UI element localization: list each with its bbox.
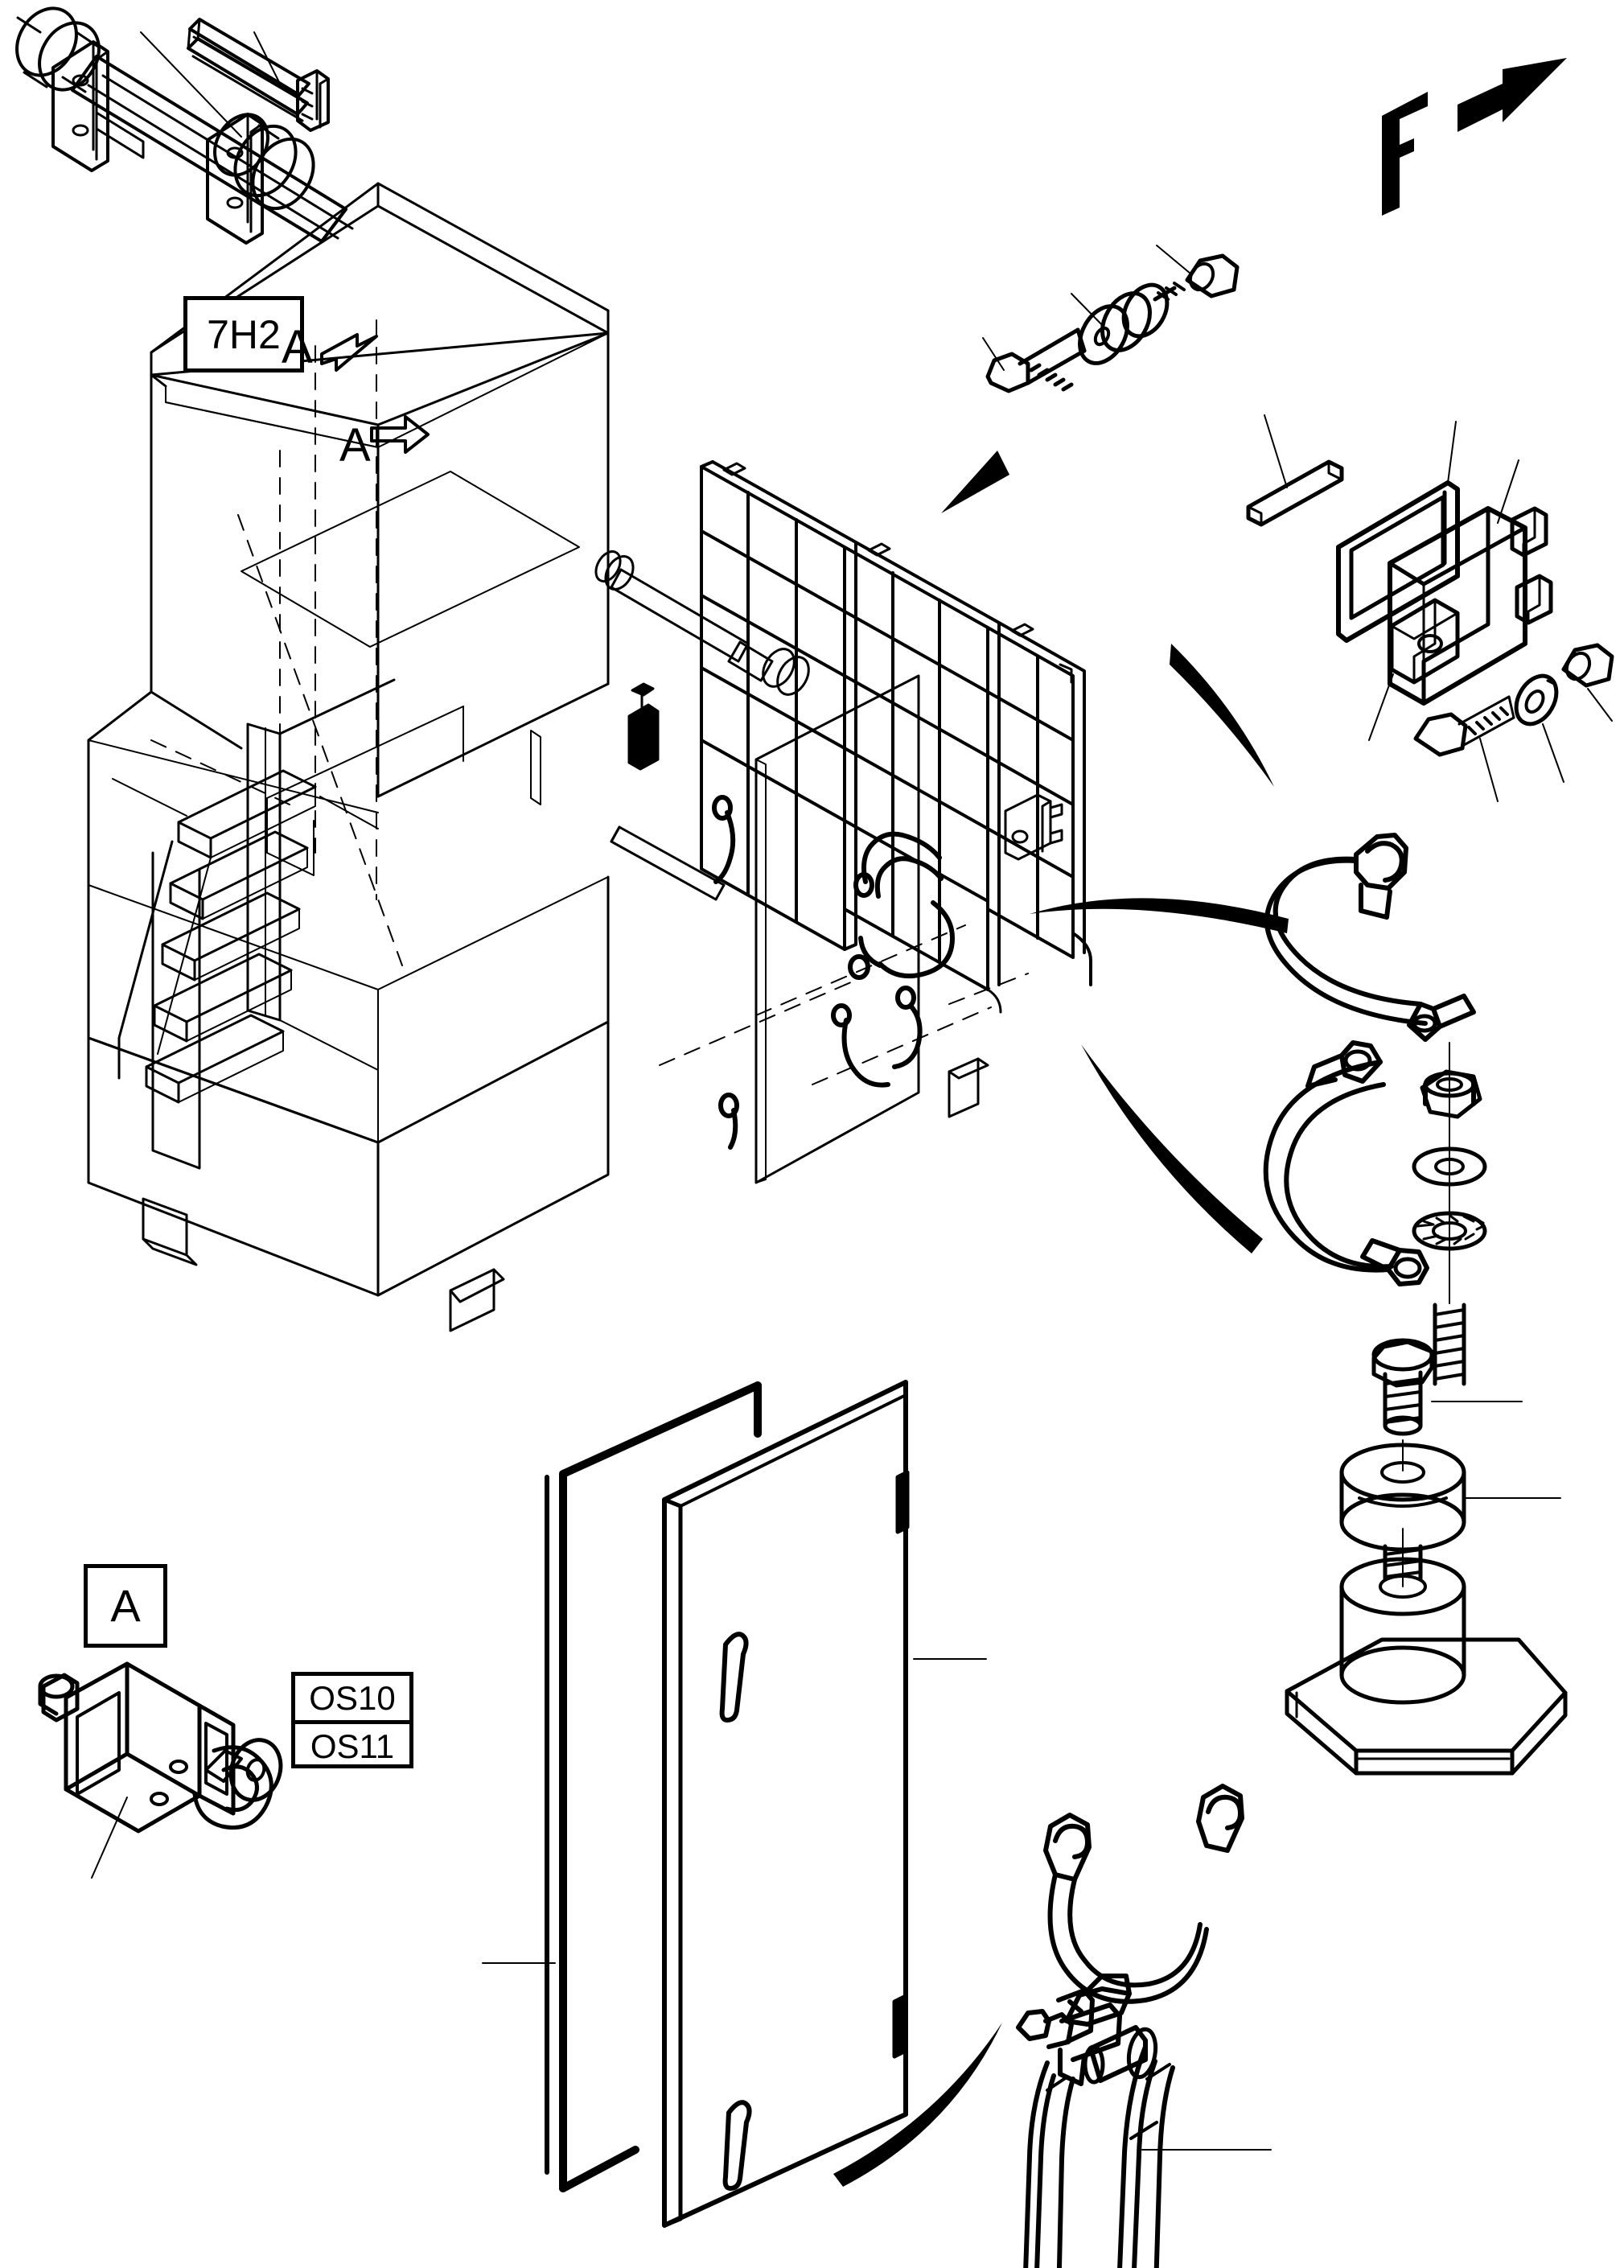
section-arrow-upper: [320, 333, 378, 372]
group-ground-cable-long: [1264, 833, 1476, 1042]
callout-os-stack: OS10 OS11: [291, 1672, 413, 1768]
group-ground-cable-short-assembly: [1263, 1040, 1487, 1386]
deck-cylinder: [594, 550, 810, 696]
group-hydraulic-cylinder-detail: [15, 6, 354, 245]
callout-7h2-text: 7H2: [207, 311, 281, 357]
group-detail-a-limit-switch: [38, 1661, 283, 1879]
callout-os11: OS11: [295, 1720, 409, 1768]
section-arrow-lower: [370, 415, 430, 454]
internal-rack-frame: [700, 460, 1092, 1014]
callout-7h2-box: 7H2: [183, 296, 304, 373]
group-roller-bolt-assembly: [982, 245, 1240, 393]
group-door-latch-handle: [1016, 1974, 1272, 2268]
group-main-enclosure: [87, 182, 1289, 2187]
deck-limit-switch: [627, 682, 660, 771]
group-vibration-mount-assembly: [1285, 1338, 1568, 1776]
internal-ground-straps: [831, 831, 955, 1088]
callout-os10: OS10: [309, 1678, 396, 1717]
callout-detail-a-box: A: [84, 1564, 167, 1648]
group-latch-striker-assembly: [1246, 414, 1614, 802]
group-door-assembly: [482, 1380, 987, 2228]
section-label-a-lower: A: [339, 419, 371, 471]
access-stairway: [112, 678, 396, 1170]
callout-detail-a-text: A: [110, 1580, 141, 1631]
front-direction-indicator: [1382, 58, 1567, 216]
group-guide-rail-bar: [187, 18, 330, 132]
group-bottom-ground-strap: [1043, 1784, 1244, 2004]
section-label-a-upper: A: [282, 321, 313, 373]
